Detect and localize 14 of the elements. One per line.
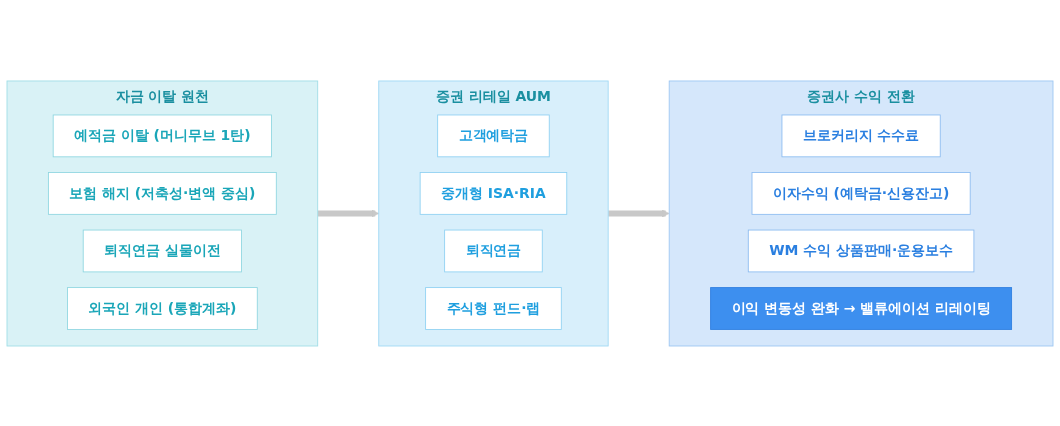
node-box: 보험 해지 (저축성·변액 중심): [47, 171, 277, 215]
node-box: 퇴직연금 실물이전: [82, 229, 242, 272]
arrow: [317, 209, 380, 217]
node-box: 브로커리지 수수료: [781, 114, 941, 157]
node-box: WM 수익 상품판매·운용보수: [747, 229, 975, 272]
node-box: 이자수익 (예탁금·신용잔고): [751, 171, 971, 215]
node-box: 예적금 이탈 (머니무브 1탄): [52, 114, 272, 157]
node-box: 이익 변동성 완화 → 밸류에이션 리레이팅: [710, 286, 1013, 330]
arrow: [608, 209, 670, 217]
node-box: 고객예탁금: [437, 114, 550, 157]
node-box: 주식형 펀드·랩: [425, 286, 562, 330]
node-box: 중개형 ISA·RIA: [419, 171, 568, 215]
node-box: 외국인 개인 (통합계좌): [67, 286, 258, 330]
node-box: 퇴직연금: [444, 229, 543, 272]
